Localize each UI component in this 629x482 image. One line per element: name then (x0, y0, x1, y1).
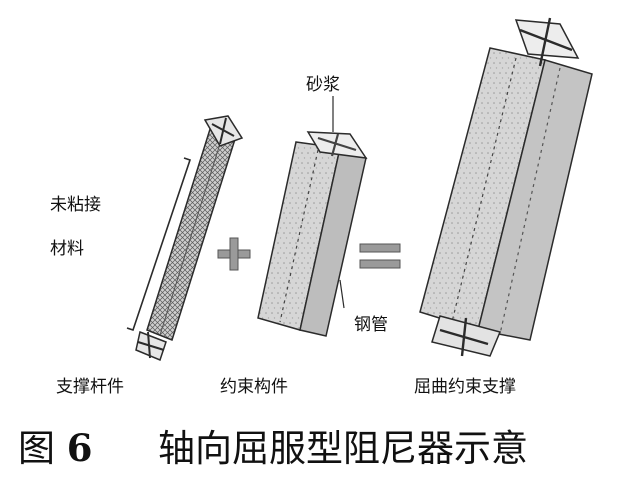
brb-top-cross (519, 17, 573, 67)
caption-title: 轴向屈服型阻尼器示意 (158, 427, 529, 470)
brb-bottom-cross (439, 317, 489, 357)
brace-core-edge (159, 130, 225, 336)
steel-tube-label: 钢管 (354, 315, 388, 335)
caption-figure-label: 图 (18, 427, 55, 470)
buckling-restrained-brace-label: 屈曲约束支撑 (414, 377, 516, 397)
unbonded-material-label-line2: 材料 (50, 239, 84, 259)
buckling-restrained-brace-illustration (419, 17, 593, 357)
restraint-top-cross (317, 133, 357, 157)
brace-member-label: 支撑杆件 (56, 377, 124, 397)
caption-figure-number: 6 (66, 426, 93, 470)
brace-top-cross (211, 117, 235, 145)
figure-caption: 图 6 轴向屈服型阻尼器示意 (0, 418, 629, 472)
brb-bottom-end (431, 315, 502, 357)
restraint-inner-line (279, 149, 319, 323)
plus-symbol (217, 237, 251, 271)
restraint-member-illustration (257, 131, 368, 337)
brace-member-illustration (135, 115, 244, 362)
brace-bottom-cross (137, 331, 165, 359)
unbonded-material-label-line1: 未粘接 (50, 195, 101, 215)
brb-right-face (477, 59, 593, 341)
equals-symbol (359, 243, 401, 269)
steel-tube-pointer (339, 279, 345, 309)
restraint-member-label: 约束构件 (220, 377, 288, 397)
brb-top-end (514, 19, 580, 59)
unbonded-bracket (126, 157, 192, 332)
brb-inner-line-1 (451, 57, 517, 323)
mortar-label: 砂浆 (306, 75, 340, 95)
